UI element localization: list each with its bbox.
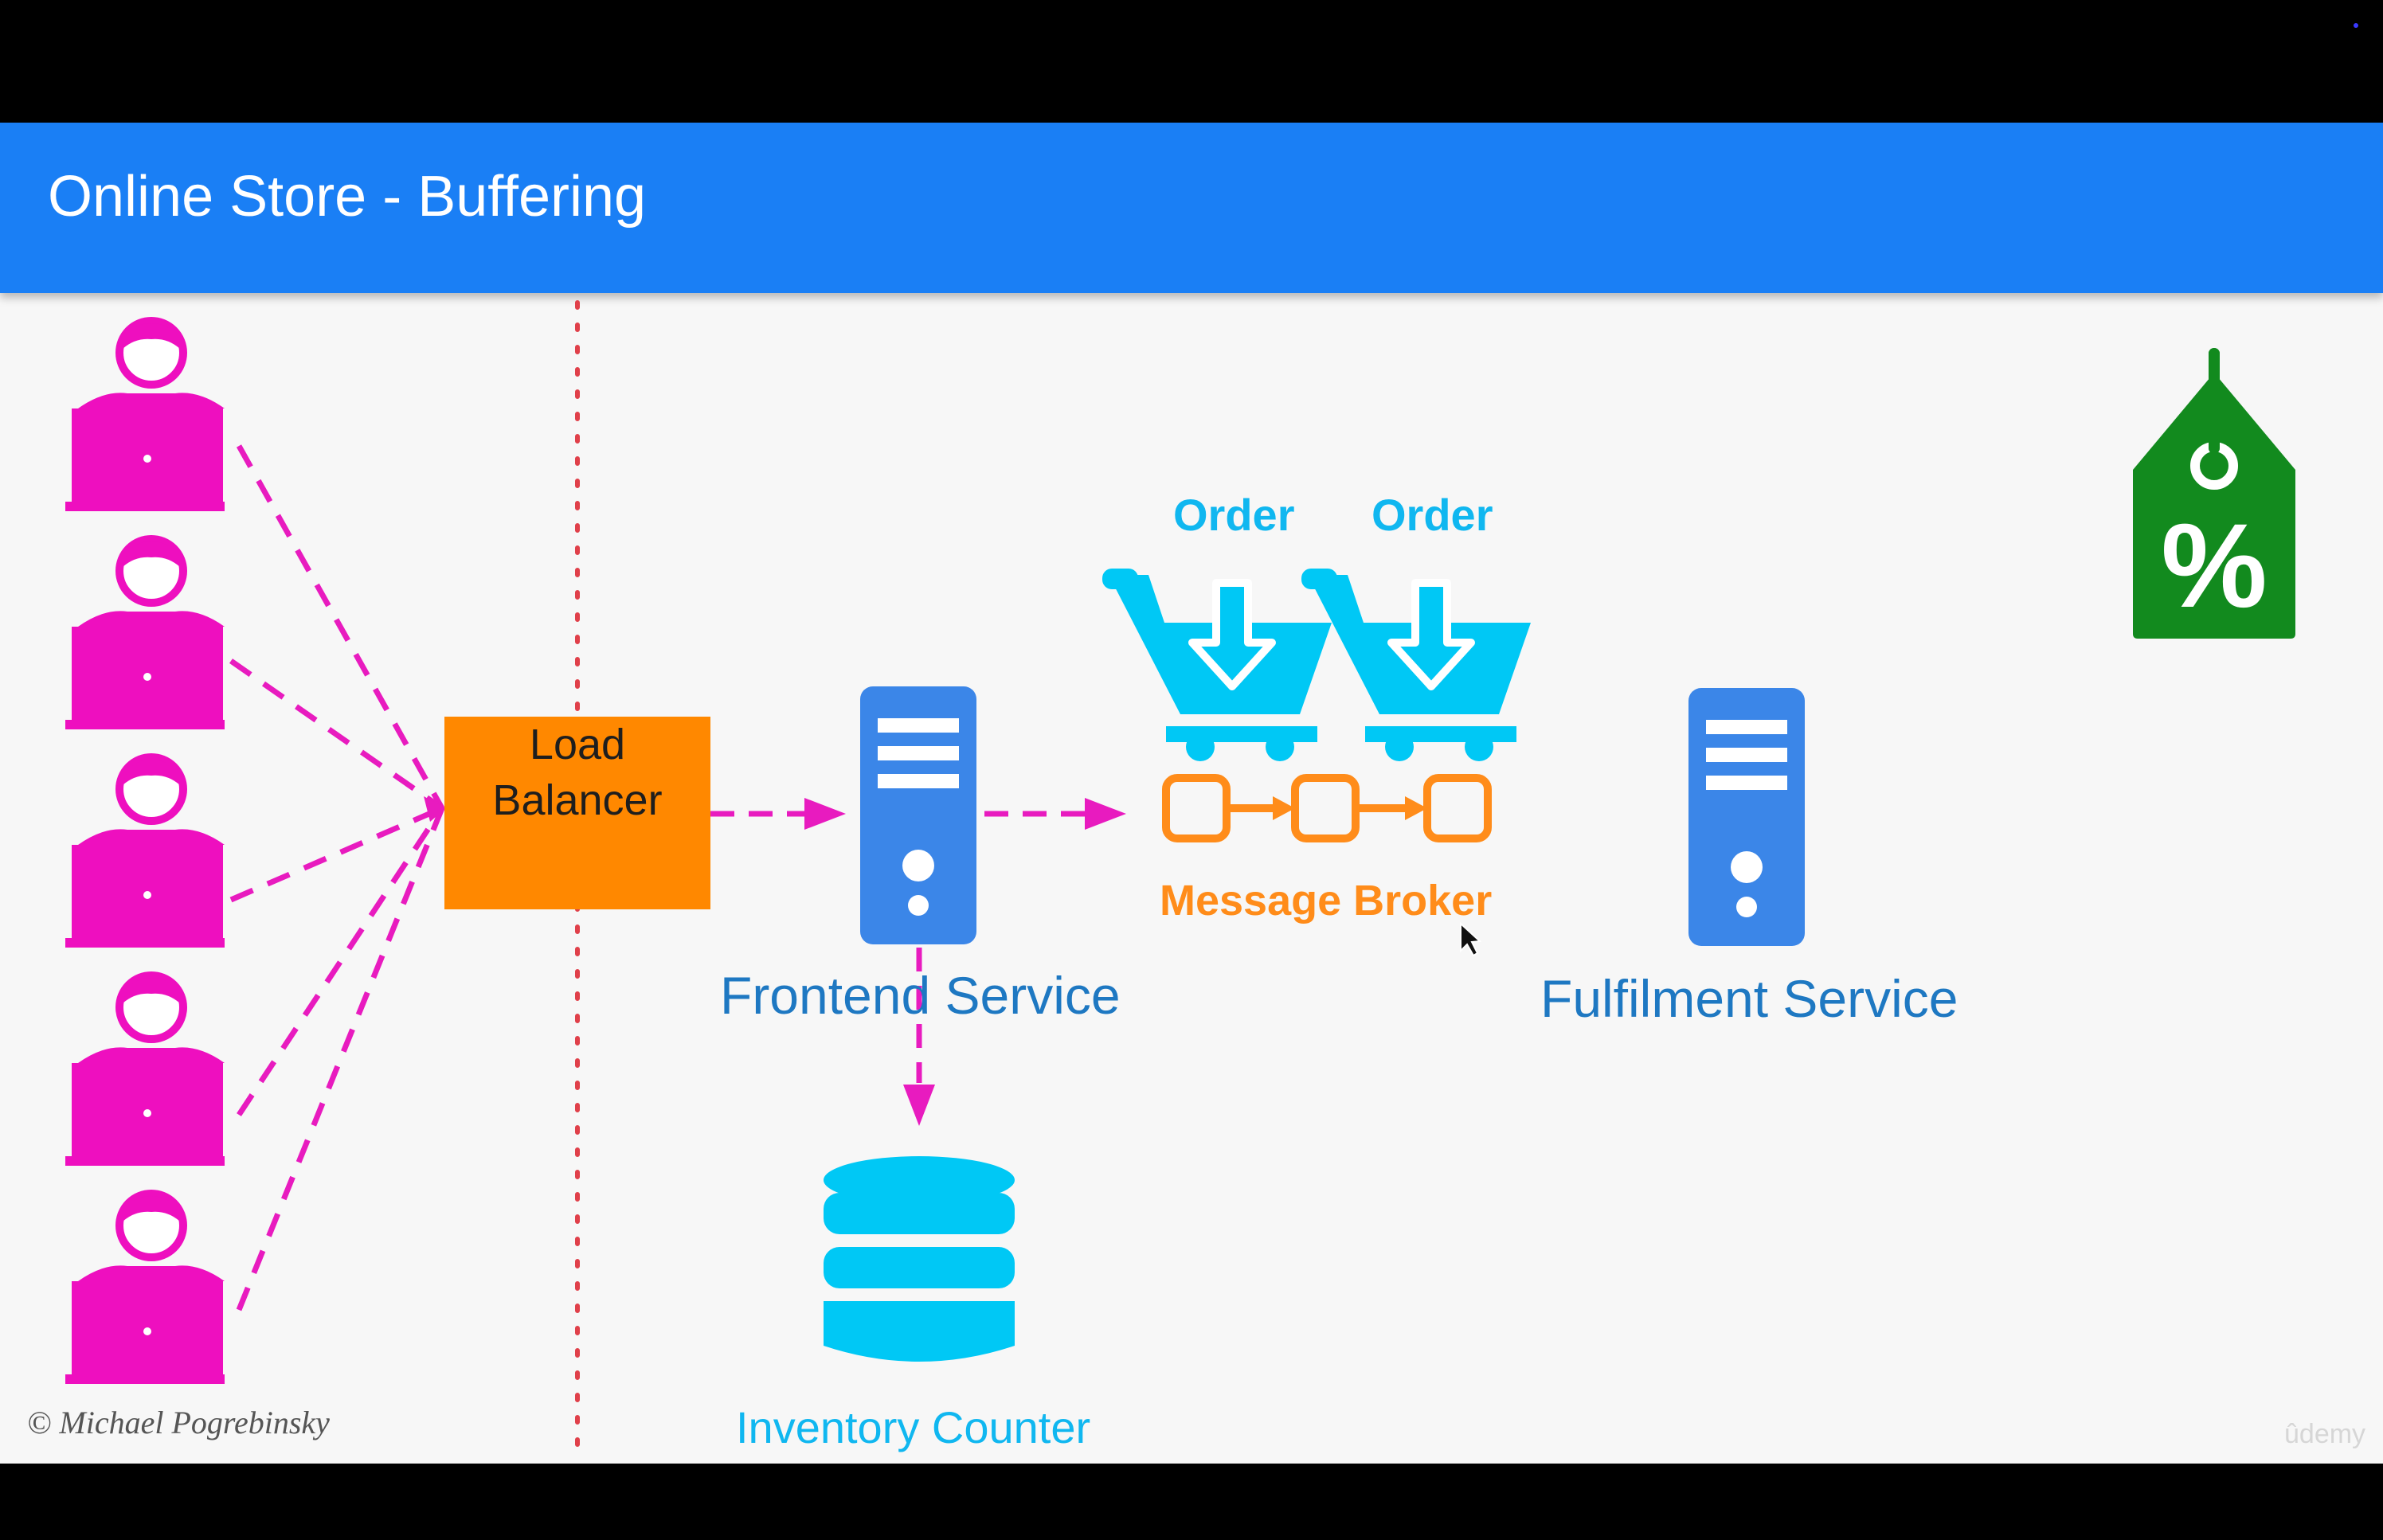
title-bar: Online Store - Buffering [0, 123, 2383, 293]
arrowhead [903, 1085, 935, 1126]
user-4 [65, 975, 225, 1166]
load-balancer-label: Load Balancer [492, 721, 663, 824]
load-balancer-box [444, 717, 710, 909]
fulfilment-service-label: Fulfilment Service [1540, 969, 1958, 1028]
frontend-server-icon [860, 686, 976, 944]
user-5 [65, 1194, 225, 1384]
arrowhead [1273, 796, 1295, 820]
order-label: Order [1371, 490, 1493, 540]
indicator-dot [2354, 23, 2358, 28]
shopping-cart-icon [1102, 569, 1332, 761]
mouse-cursor-icon [1460, 921, 1482, 957]
udemy-watermark: ûdemy [2284, 1419, 2366, 1449]
user-3 [65, 757, 225, 948]
inventory-counter-label: Inventory Counter [736, 1402, 1091, 1452]
user-to-lb-arrows [229, 444, 445, 1311]
shopping-cart-icon [1301, 569, 1531, 761]
message-broker-label: Message Broker [1160, 877, 1493, 924]
slide-title: Online Store - Buffering [48, 165, 647, 229]
slide: Online Store - Buffering [0, 123, 2383, 1464]
discount-tag-icon: % [2133, 348, 2295, 639]
database-icon [824, 1156, 1015, 1362]
lb-incoming-arrowhead [424, 796, 446, 822]
arrowhead [804, 798, 846, 830]
arrowhead [1085, 798, 1126, 830]
frontend-service-label: Frontend Service [720, 966, 1121, 1025]
user-1 [65, 321, 225, 511]
order-label: Order [1173, 490, 1295, 540]
discount-symbol: % [2161, 498, 2267, 632]
user-2 [65, 539, 225, 729]
fulfilment-server-icon [1688, 688, 1805, 946]
queue-icon [1162, 774, 1492, 842]
arrowhead [1405, 796, 1427, 820]
copyright-notice: © Michael Pogrebinsky [27, 1405, 330, 1440]
